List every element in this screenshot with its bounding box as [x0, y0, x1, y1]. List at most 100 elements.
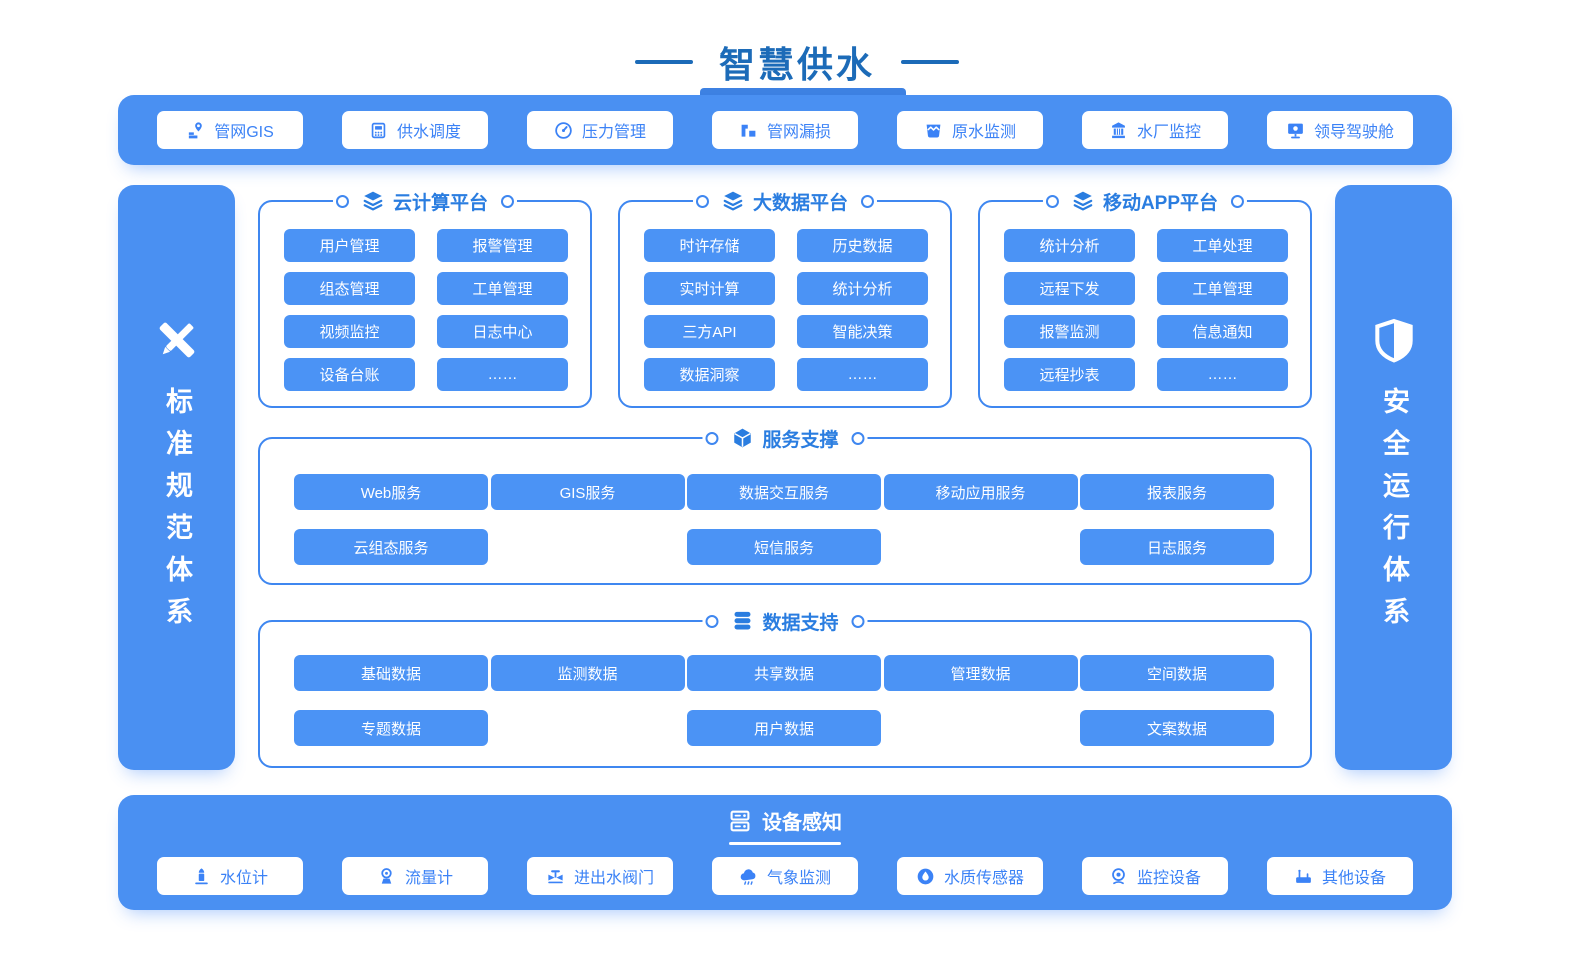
ring-decoration — [695, 194, 709, 208]
water-plant-icon — [1109, 121, 1128, 140]
module-user-management[interactable]: 用户管理 — [284, 229, 415, 262]
module-device-ledger[interactable]: 设备台账 — [284, 358, 415, 391]
service-log[interactable]: 日志服务 — [1080, 529, 1274, 565]
button-leader-cockpit[interactable]: 领导驾驶舱 — [1267, 111, 1413, 149]
mobile-app-platform-grid: 统计分析 工单处理 远程下发 工单管理 报警监测 信息通知 远程抄表 …… — [1004, 229, 1288, 391]
platform-title: 移动APP平台 — [1102, 192, 1219, 214]
module-more[interactable]: …… — [797, 358, 928, 391]
module-timeseries-storage[interactable]: 时许存储 — [644, 229, 775, 262]
service-web[interactable]: Web服务 — [294, 474, 488, 510]
button-water-dispatch[interactable]: 供水调度 — [342, 111, 488, 149]
data-management[interactable]: 管理数据 — [883, 655, 1078, 691]
service-support-grid: Web服务 GIS服务 数据交互服务 移动应用服务 报表服务 云组态服务 短信服… — [294, 474, 1274, 565]
service-mobile-app[interactable]: 移动应用服务 — [883, 474, 1078, 510]
service-sms[interactable]: 短信服务 — [687, 529, 881, 565]
data-support-header: 数据支持 — [702, 607, 868, 635]
button-raw-water-monitoring[interactable]: 原水监测 — [897, 111, 1043, 149]
module-statistical-analysis[interactable]: 统计分析 — [797, 272, 928, 305]
bigdata-platform-grid: 时许存储 历史数据 实时计算 统计分析 三方API 智能决策 数据洞察 …… — [644, 229, 928, 391]
service-gis[interactable]: GIS服务 — [490, 474, 685, 510]
data-spatial[interactable]: 空间数据 — [1080, 655, 1274, 691]
weather-icon — [739, 867, 758, 886]
page-title-row: 智慧供水 — [0, 36, 1594, 88]
safety-pillar-label: 安全运行体系 — [1379, 386, 1409, 639]
button-label: 进出水阀门 — [573, 870, 654, 887]
bigdata-platform-header: 大数据平台 — [692, 187, 878, 215]
device-monitoring-equipment[interactable]: 监控设备 — [1082, 857, 1228, 895]
cloud-platform-header: 云计算平台 — [332, 187, 518, 215]
device-weather-monitoring[interactable]: 气象监测 — [712, 857, 858, 895]
safety-pillar: 安全运行体系 — [1335, 185, 1452, 770]
database-icon — [731, 610, 753, 632]
ring-decoration — [335, 194, 349, 208]
button-waterworks-monitoring[interactable]: 水厂监控 — [1082, 111, 1228, 149]
page-title: 智慧供水 — [718, 44, 875, 85]
cube-icon — [731, 427, 753, 449]
module-message-notification[interactable]: 信息通知 — [1157, 315, 1288, 348]
platform-title: 大数据平台 — [752, 192, 849, 214]
module-workorder-processing[interactable]: 工单处理 — [1157, 229, 1288, 262]
device-perception-header: 设备感知 — [118, 806, 1452, 845]
module-remote-meter-reading[interactable]: 远程抄表 — [1004, 358, 1135, 391]
bottom-button-row: 水位计 流量计 进出水阀门 气象监测 水质传感器 监控设备 其他设备 — [157, 857, 1413, 895]
map-pin-icon — [186, 121, 205, 140]
device-other-equipment[interactable]: 其他设备 — [1267, 857, 1413, 895]
module-history-data[interactable]: 历史数据 — [797, 229, 928, 262]
module-workorder-management[interactable]: 工单管理 — [1157, 272, 1288, 305]
data-user[interactable]: 用户数据 — [687, 710, 881, 746]
service-report[interactable]: 报表服务 — [1080, 474, 1274, 510]
button-label: 水位计 — [219, 870, 268, 887]
device-water-quality-sensor[interactable]: 水质传感器 — [897, 857, 1043, 895]
button-pressure-management[interactable]: 压力管理 — [527, 111, 673, 149]
data-document[interactable]: 文案数据 — [1080, 710, 1274, 746]
title-right-dash — [901, 60, 959, 64]
standards-pillar-label: 标准规范体系 — [162, 386, 192, 639]
device-water-level-gauge[interactable]: 水位计 — [157, 857, 303, 895]
device-inlet-outlet-valve[interactable]: 进出水阀门 — [527, 857, 673, 895]
ring-decoration — [1045, 194, 1059, 208]
button-label: 监控设备 — [1136, 870, 1201, 887]
mobile-app-platform-box: 移动APP平台 统计分析 工单处理 远程下发 工单管理 报警监测 信息通知 远程… — [978, 187, 1312, 408]
server-icon — [728, 809, 752, 833]
button-label: 流量计 — [404, 870, 453, 887]
data-monitoring[interactable]: 监测数据 — [490, 655, 685, 691]
module-alarm-monitoring[interactable]: 报警监测 — [1004, 315, 1135, 348]
module-data-insight[interactable]: 数据洞察 — [644, 358, 775, 391]
button-label: 水厂监控 — [1136, 124, 1201, 141]
other-device-icon — [1294, 867, 1313, 886]
module-realtime-computing[interactable]: 实时计算 — [644, 272, 775, 305]
data-thematic[interactable]: 专题数据 — [294, 710, 488, 746]
layers-icon — [1072, 190, 1094, 212]
module-alarm-management[interactable]: 报警管理 — [437, 229, 568, 262]
device-perception-band: 设备感知 水位计 流量计 进出水阀门 气象监测 水质传感器 监控设备 其他设备 — [118, 795, 1452, 910]
shield-icon — [1371, 317, 1417, 363]
module-more[interactable]: …… — [437, 358, 568, 391]
standards-pillar: 标准规范体系 — [118, 185, 235, 770]
water-level-icon — [192, 867, 211, 886]
module-config-management[interactable]: 组态管理 — [284, 272, 415, 305]
module-workorder-management[interactable]: 工单管理 — [437, 272, 568, 305]
service-cloud-config[interactable]: 云组态服务 — [294, 529, 488, 565]
button-label: 供水调度 — [396, 124, 461, 141]
data-shared[interactable]: 共享数据 — [687, 655, 881, 691]
data-basic[interactable]: 基础数据 — [294, 655, 488, 691]
device-flow-meter[interactable]: 流量计 — [342, 857, 488, 895]
button-pipe-leakage[interactable]: 管网漏损 — [712, 111, 858, 149]
service-data-exchange[interactable]: 数据交互服务 — [687, 474, 881, 510]
module-statistical-analysis[interactable]: 统计分析 — [1004, 229, 1135, 262]
module-thirdparty-api[interactable]: 三方API — [644, 315, 775, 348]
module-more[interactable]: …… — [1157, 358, 1288, 391]
camera-icon — [1109, 867, 1128, 886]
module-video-monitoring[interactable]: 视频监控 — [284, 315, 415, 348]
module-log-center[interactable]: 日志中心 — [437, 315, 568, 348]
button-label: 管网漏损 — [766, 124, 831, 141]
button-pipe-network-gis[interactable]: 管网GIS — [157, 111, 303, 149]
module-remote-dispatch[interactable]: 远程下发 — [1004, 272, 1135, 305]
bigdata-platform-box: 大数据平台 时许存储 历史数据 实时计算 统计分析 三方API 智能决策 数据洞… — [618, 187, 952, 408]
gauge-icon — [554, 121, 573, 140]
service-support-box: 服务支撑 Web服务 GIS服务 数据交互服务 移动应用服务 报表服务 云组态服… — [258, 424, 1312, 585]
ring-decoration — [1231, 194, 1245, 208]
button-label: 管网GIS — [214, 124, 274, 141]
module-intelligent-decision[interactable]: 智能决策 — [797, 315, 928, 348]
